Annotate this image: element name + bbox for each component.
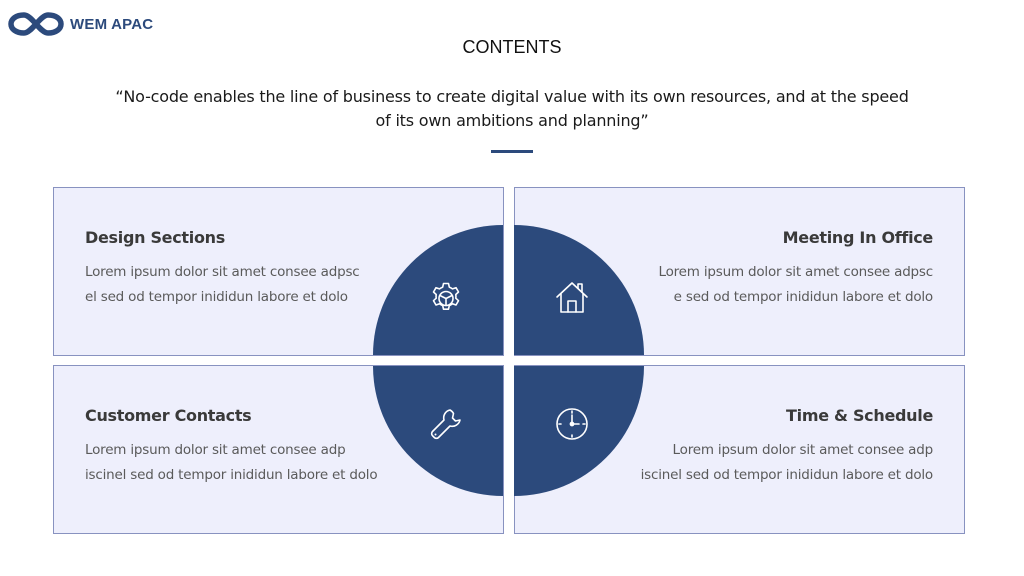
clock-icon bbox=[554, 406, 590, 442]
card-title: Design Sections bbox=[85, 228, 225, 247]
home-icon bbox=[554, 279, 590, 315]
brand-name: WEM APAC bbox=[70, 15, 154, 33]
gear-icon bbox=[428, 279, 464, 315]
quote-text: “No-code enables the line of business to… bbox=[115, 87, 909, 130]
page-title: CONTENTS bbox=[462, 37, 562, 57]
title-divider bbox=[491, 150, 533, 153]
card-title: Time & Schedule bbox=[786, 406, 933, 425]
card-title: Meeting In Office bbox=[782, 228, 934, 247]
infinity-logo-icon bbox=[8, 12, 64, 36]
card-title: Customer Contacts bbox=[85, 406, 252, 425]
wrench-icon bbox=[428, 406, 464, 442]
brand-logo: WEM APAC bbox=[6, 9, 153, 39]
